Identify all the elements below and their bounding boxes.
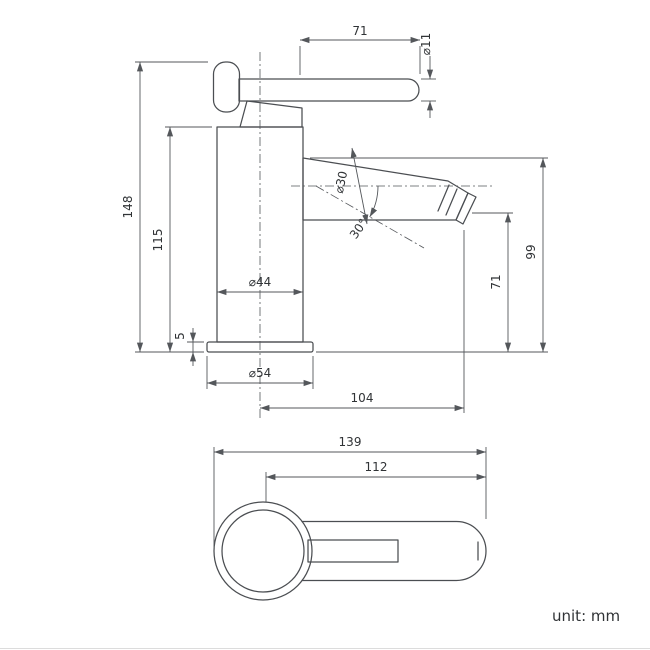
dim-label-spout-reach: 104 xyxy=(351,391,374,405)
dim-label-body-dia: ⌀44 xyxy=(249,275,272,289)
dim-total-length: 139 xyxy=(213,435,487,548)
dim-label-total-height: 148 xyxy=(121,196,135,219)
body-outer-circle xyxy=(213,501,313,601)
dim-base-dia: ⌀54 xyxy=(206,356,314,389)
cartridge-collar xyxy=(239,100,303,128)
dim-label-handle-length: 71 xyxy=(352,24,367,38)
centerlines xyxy=(259,52,495,418)
aerator-tip xyxy=(455,192,477,225)
spout-plan-outline xyxy=(301,520,487,582)
spout-outline xyxy=(302,157,469,221)
dim-label-spout-top-height: 99 xyxy=(524,244,538,259)
body-inner-circle xyxy=(221,509,305,593)
lever-bar xyxy=(238,78,420,102)
dim-spout-dia: ⌀30 xyxy=(332,147,369,225)
dim-label-handle-dia: ⌀11 xyxy=(419,33,433,56)
dim-spout-angle: 30° xyxy=(347,185,379,241)
dim-upper-height: 115 xyxy=(151,126,212,353)
dim-label-spout-dia: ⌀30 xyxy=(332,170,350,195)
dim-label-upper-height: 115 xyxy=(151,229,165,252)
angled-centerline xyxy=(315,185,425,249)
aerator-ring-line xyxy=(445,188,458,216)
dim-label-base-dia: ⌀54 xyxy=(249,366,272,380)
dim-base-height: 5 xyxy=(173,328,204,366)
handle-lever xyxy=(212,61,420,128)
spout xyxy=(302,157,477,225)
lever-end-cap xyxy=(212,61,241,113)
dim-outlet-height: 71 xyxy=(316,212,548,353)
dim-label-center-to-tip: 112 xyxy=(365,460,388,474)
dim-label-outlet-height: 71 xyxy=(489,274,503,289)
lever-plan-outline xyxy=(307,539,399,563)
dim-total-height: 148 xyxy=(121,61,208,353)
dim-label-base-height: 5 xyxy=(173,332,187,340)
unit-label: unit: mm xyxy=(552,607,620,625)
dim-spout-reach: 104 xyxy=(259,230,465,413)
front-view: 71 ⌀11 148 115 ⌀44 xyxy=(121,24,548,418)
dim-spout-top-height: 99 xyxy=(310,157,548,353)
top-view: 139 112 xyxy=(213,435,487,601)
dim-label-total-length: 139 xyxy=(339,435,362,449)
dim-center-to-tip: 112 xyxy=(265,460,487,502)
dim-handle-dia: ⌀11 xyxy=(419,33,436,118)
dim-handle-length: 71 xyxy=(299,24,421,75)
aerator-ring-line xyxy=(437,184,450,212)
dim-body-dia: ⌀44 xyxy=(216,275,304,296)
